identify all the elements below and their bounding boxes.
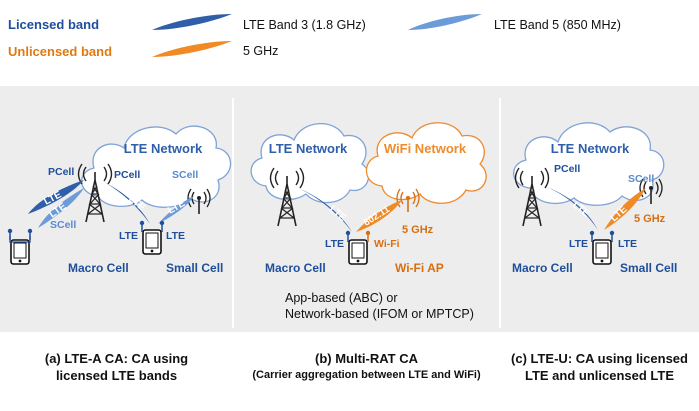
panel-c-cloud	[513, 122, 665, 206]
panel-a-beam-scell-right	[158, 196, 194, 224]
panel-c-phone-lte-left: LTE	[569, 238, 588, 250]
panel-c-pcell: PCell	[554, 163, 580, 175]
panel-c-caption-line2: LTE and unlicensed LTE	[524, 368, 675, 383]
panel-a-phone-left-icon	[10, 239, 30, 265]
panel-b-phone-wifi: Wi-Fi	[374, 238, 400, 250]
panel-b-ap-label: Wi-Fi AP	[395, 261, 444, 275]
legend-band3-swatch	[152, 14, 232, 30]
panel-b-lte-cloud-label: LTE Network	[269, 141, 348, 156]
panel-c-caption: (c) LTE-U: CA using licensed LTE and unl…	[500, 350, 699, 384]
legend-band5-swatch	[408, 14, 482, 30]
panel-a-macro-label: Macro Cell	[68, 261, 129, 275]
panel-b-phone-wifi-antenna-icon	[365, 230, 371, 242]
panel-a-phone-lte-left: LTE	[119, 230, 138, 242]
panel-b-macro-label: Macro Cell	[265, 261, 326, 275]
panel-c-cloud-label: LTE Network	[551, 141, 630, 156]
panel-a-phone-right-icon	[142, 229, 162, 255]
panel-b-wifi-beam	[356, 200, 402, 232]
legend-unlicensed-swatch	[152, 41, 232, 57]
panel-a-cloud	[81, 125, 232, 208]
panel-a-scell-left: SCell	[50, 219, 76, 231]
panel-c-macro-label: Macro Cell	[512, 261, 573, 275]
panel-b-caption: (b) Multi-RAT CA (Carrier aggregation be…	[233, 350, 500, 384]
legend-band3-label: LTE Band 3 (1.8 GHz)	[243, 18, 366, 32]
legend-licensed-label: Licensed band	[8, 17, 99, 32]
panel-b-lte-cloud	[250, 123, 370, 204]
panel-c-small-label: Small Cell	[620, 261, 677, 275]
panel-c-caption-line1: (c) LTE-U: CA using licensed	[511, 351, 688, 366]
panel-a-phone-lte-right: LTE	[166, 230, 185, 242]
panel-a-scell-right: SCell	[172, 169, 198, 181]
panel-c-phone-lte-right: LTE	[618, 238, 637, 250]
panel-c-unlicensed-beam	[604, 188, 646, 230]
panel-a-beam-scell-left	[38, 188, 84, 228]
panel-b-ghz-label: 5 GHz	[402, 224, 434, 236]
legend-unlicensed-label: Unlicensed band	[8, 44, 112, 59]
panel-b-wifi-cloud	[365, 122, 487, 204]
panel-b-note-line1: App-based (ABC) or	[285, 291, 398, 305]
panel-a-small-label: Small Cell	[166, 261, 223, 275]
panel-a: LTE Network LTE LTE LTE LTE PCell PCell …	[7, 125, 232, 275]
panel-b-caption-line2: (Carrier aggregation between LTE and WiF…	[252, 369, 481, 381]
panel-a-pcell-mid: PCell	[114, 169, 140, 181]
legend: Licensed band LTE Band 3 (1.8 GHz) LTE B…	[8, 14, 621, 59]
panel-c-scell: SCell	[628, 173, 654, 185]
panel-b: LTE Network WiFi Network LTE 802.11 5 GH…	[250, 122, 487, 321]
legend-ghz-label: 5 GHz	[243, 44, 278, 58]
panel-b-wifi-ap-icon	[396, 188, 420, 212]
panel-c: LTE Network LTE LTE PCell SCell 5 GHz LT…	[512, 122, 677, 275]
panel-b-phone-icon	[348, 239, 368, 265]
panel-a-pcell-left: PCell	[48, 166, 74, 178]
panel-a-caption-line1: (a) LTE-A CA: CA using	[44, 351, 189, 366]
panel-c-phone-icon	[592, 239, 612, 265]
panel-b-note-line2: Network-based (IFOM or MPTCP)	[285, 307, 474, 321]
panel-a-beam-pcell-left	[28, 180, 84, 214]
panel-b-phone-lte: LTE	[325, 238, 344, 250]
panel-b-caption-line1: (b) Multi-RAT CA	[314, 351, 418, 366]
panel-a-caption: (a) LTE-A CA: CA using licensed LTE band…	[0, 350, 233, 384]
panel-b-wifi-cloud-label: WiFi Network	[384, 141, 467, 156]
panel-a-caption-line2: licensed LTE bands	[55, 368, 178, 383]
legend-band5-label: LTE Band 5 (850 MHz)	[494, 18, 621, 32]
panel-c-ghz-label: 5 GHz	[634, 213, 666, 225]
panel-a-cloud-label: LTE Network	[124, 141, 203, 156]
